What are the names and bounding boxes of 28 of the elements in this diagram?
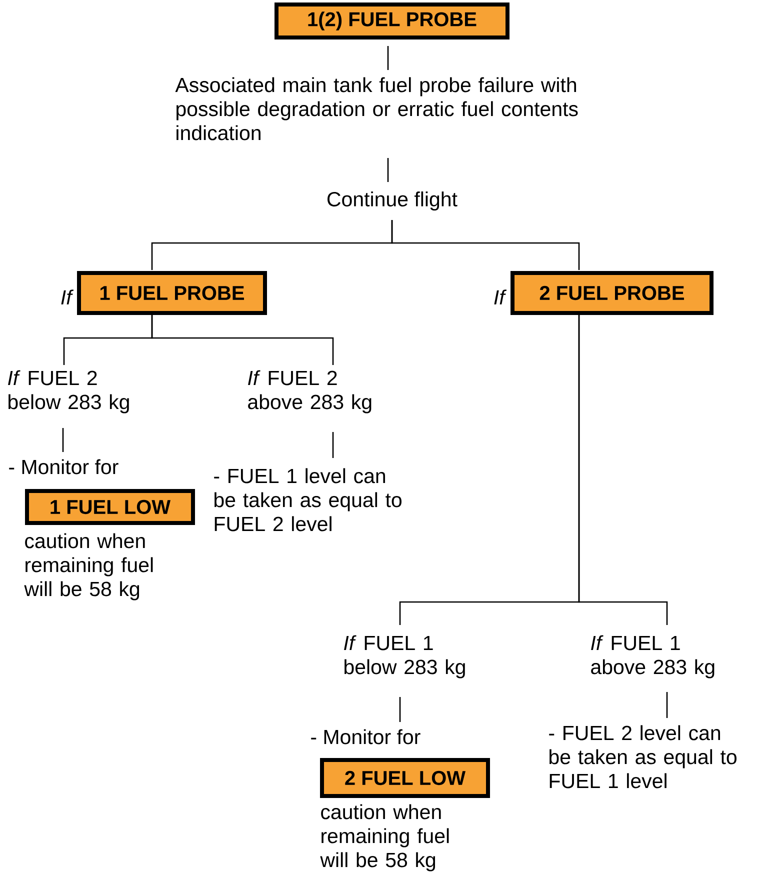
caution-box: 1 FUEL LOW xyxy=(25,489,195,525)
step-text: If FUEL 2 above 283 kg xyxy=(248,370,372,414)
note-text: caution when remaining fuel will be 58 kg xyxy=(24,533,153,600)
connector-line xyxy=(399,697,401,722)
connector-line xyxy=(387,46,389,70)
caution-box: 2 FUEL PROBE xyxy=(510,271,714,315)
step-text: - Monitor for xyxy=(311,729,420,744)
connector-line xyxy=(578,315,668,625)
condition-label: If xyxy=(61,290,74,304)
step-text: - FUEL 2 level can be taken as equal to FUEL 1 level xyxy=(549,725,736,788)
step-text: - FUEL 1 level can be taken as equal to FUEL 2 level xyxy=(214,468,402,532)
step-text: If FUEL 2 below 283 kg xyxy=(8,370,129,414)
step-text: Continue flight xyxy=(328,191,458,211)
caution-box: 1 FUEL PROBE xyxy=(77,271,267,315)
step-text: Associated main tank fuel probe failure with possible degradation or erratic fuel contents indication xyxy=(175,77,578,140)
caution-box: 1(2) FUEL PROBE xyxy=(274,2,510,40)
connector-line xyxy=(332,432,334,458)
connector-line xyxy=(391,220,580,270)
connector-line xyxy=(387,158,389,182)
step-text: If FUEL 1 above 283 kg xyxy=(591,635,714,678)
condition-label: If xyxy=(494,290,507,304)
connector-line xyxy=(62,428,64,452)
connector-line xyxy=(666,692,668,718)
connector-line xyxy=(151,315,334,365)
step-text: If FUEL 1 below 283 kg xyxy=(344,635,465,678)
step-text: - Monitor for xyxy=(9,459,118,474)
caution-box: 2 FUEL LOW xyxy=(320,758,490,798)
note-text: caution when remaining fuel will be 58 kg xyxy=(320,804,449,872)
